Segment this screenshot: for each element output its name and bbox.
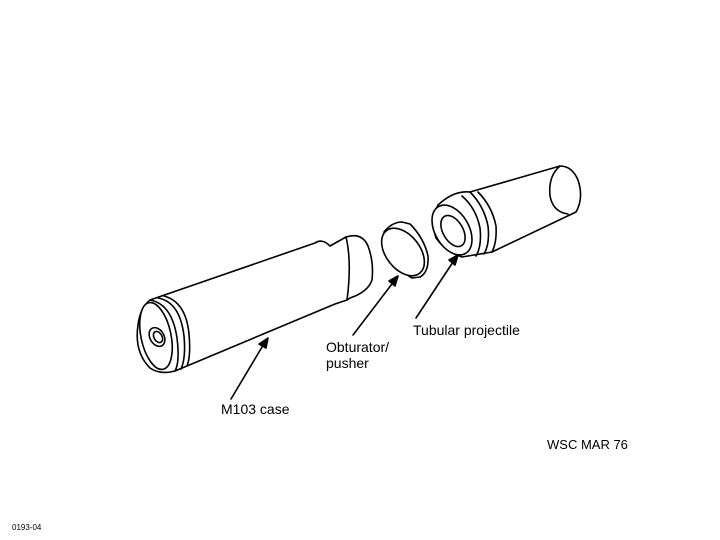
projectile-tail-cap [548, 165, 569, 215]
case-primer-inner [152, 330, 164, 344]
projectile-leader-arrowhead [448, 254, 459, 266]
case-base-ring-2 [157, 297, 186, 370]
projectile-band-2 [477, 191, 497, 253]
obturator-drawing [380, 221, 429, 279]
case-leader-arrowhead [258, 337, 269, 349]
leader-lines [230, 254, 459, 400]
obturator-face [380, 227, 426, 277]
case-leader-line [230, 341, 266, 400]
m103-case-label: M103 case [221, 401, 290, 417]
tubular-projectile-label: Tubular projectile [413, 322, 520, 338]
obturator-label: Obturator/ pusher [326, 339, 389, 371]
projectile-bore [440, 214, 466, 248]
case-base-ring-1 [149, 299, 179, 372]
obturator-leader-line [352, 279, 396, 336]
obturator-leader-arrowhead [388, 275, 399, 287]
projectile-band-3 [461, 195, 482, 257]
projectile-leader-line [415, 258, 456, 319]
figure-code-label: 0193-04 [12, 523, 42, 532]
obturator-label-line2: pusher [326, 355, 369, 371]
case-neck-shoulder [345, 236, 351, 301]
projectile-band-1 [469, 191, 490, 255]
case-base-ring-3 [163, 295, 191, 367]
credit-label: WSC MAR 76 [547, 437, 628, 452]
m103-case-drawing [136, 234, 374, 374]
tubular-projectile-drawing [431, 165, 582, 258]
obturator-label-line1: Obturator/ [326, 339, 390, 355]
